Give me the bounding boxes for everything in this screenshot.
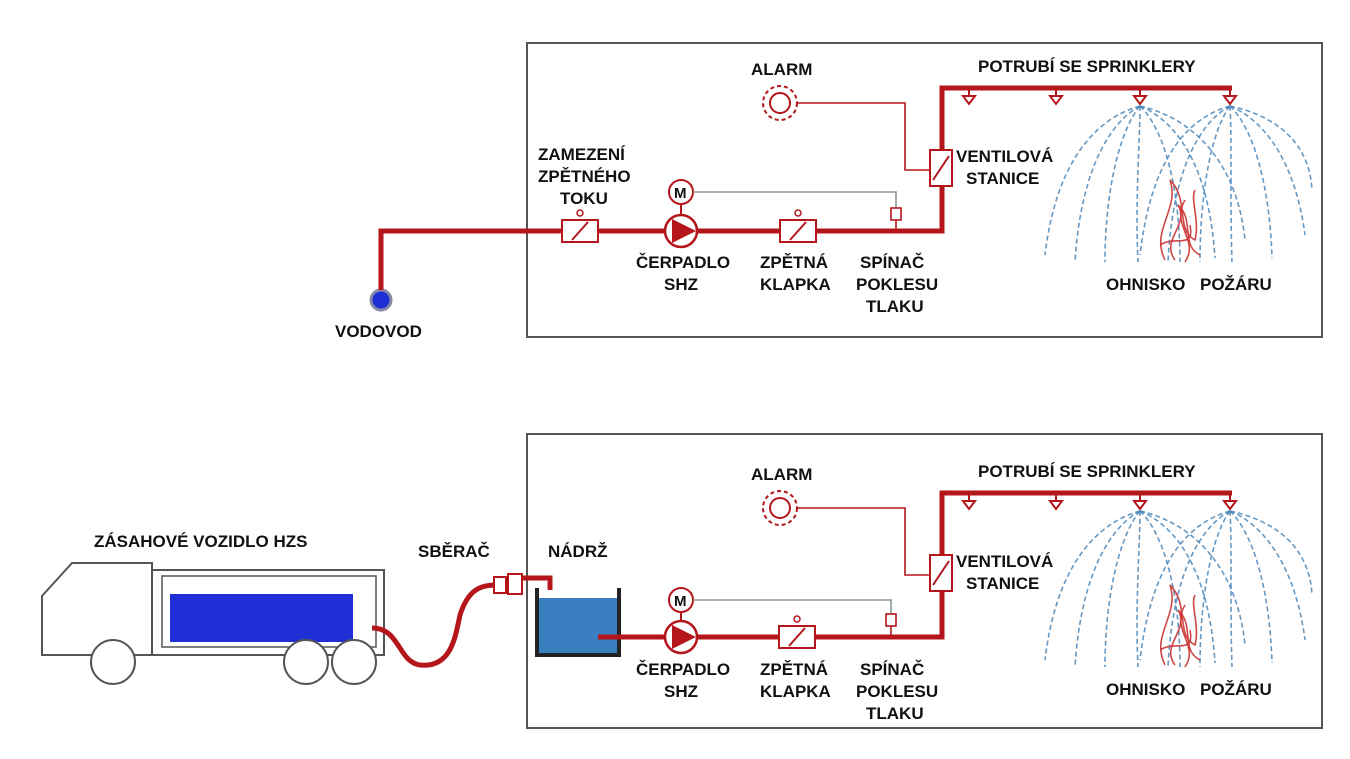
sprinkler-head-icon <box>961 90 977 106</box>
top-control-wire <box>693 191 897 208</box>
alarm-icon <box>762 85 798 121</box>
fire-label-part2: POŽÁRU <box>1200 275 1272 294</box>
pressure-switch-label-line3: TLAKU <box>866 704 924 723</box>
pressure-switch-label-line2: POKLESU <box>856 275 938 294</box>
sprinkler-head-icon <box>1048 495 1064 511</box>
hose <box>371 582 497 668</box>
truck-water-tank <box>170 594 353 642</box>
check-valve-label-line2: KLAPKA <box>760 275 831 294</box>
fire-label-part1: OHNISKO <box>1106 680 1185 699</box>
backflow-preventer-icon <box>561 209 599 243</box>
valve-station-label-line1: VENTILOVÁ <box>956 147 1053 166</box>
top-main-pipe <box>378 85 1232 290</box>
pump-label-line2: SHZ <box>664 275 698 294</box>
pressure-switch-label-line1: SPÍNAČ <box>860 253 924 272</box>
fire-icon <box>1159 584 1201 668</box>
pump-arrow <box>672 219 696 243</box>
tank-inlet-pipe <box>522 575 553 590</box>
pressure-switch-icon <box>890 207 902 221</box>
pump-label-line1: ČERPADLO <box>636 253 730 272</box>
backflow-label-line3: TOKU <box>560 189 608 208</box>
sprinkler-heads <box>961 90 1238 106</box>
fire-label-part1: OHNISKO <box>1106 275 1185 294</box>
motor-label: M <box>674 185 687 202</box>
collector-label: SBĚRAČ <box>418 542 490 561</box>
motor-label: M <box>674 593 687 610</box>
check-valve-icon <box>778 615 816 649</box>
pump-label-line1: ČERPADLO <box>636 660 730 679</box>
valve-station-icon <box>929 149 953 187</box>
water-supply-label: VODOVOD <box>335 322 422 341</box>
check-valve-icon <box>779 209 817 243</box>
water-supply-icon <box>369 288 393 312</box>
sprinkler-head-icon <box>1222 90 1238 106</box>
collector-icon <box>493 573 523 595</box>
alarm-label: ALARM <box>751 60 812 79</box>
sprinkler-heads <box>961 495 1238 511</box>
top-system: VODOVOD ZAMEZENÍ ZPĚTNÉHO TOKU M ČERPADL… <box>335 42 1323 341</box>
water-spray <box>1044 510 1313 668</box>
check-valve-label-line1: ZPĚTNÁ <box>760 253 828 272</box>
pump-arrow <box>672 625 696 649</box>
alarm-line <box>797 507 930 576</box>
tank-label: NÁDRŽ <box>548 542 608 561</box>
pressure-switch-icon <box>885 613 897 627</box>
sprinkler-head-icon <box>961 495 977 511</box>
alarm-line <box>797 102 930 171</box>
sprinkler-head-icon <box>1048 90 1064 106</box>
backflow-label-line2: ZPĚTNÉHO <box>538 167 631 186</box>
sprinkler-head-icon <box>1132 90 1148 106</box>
alarm-icon <box>762 490 798 526</box>
check-valve-label-line1: ZPĚTNÁ <box>760 660 828 679</box>
fire-label-part2: POŽÁRU <box>1200 680 1272 699</box>
sprinkler-head-icon <box>1132 495 1148 511</box>
bottom-system: ZÁSAHOVÉ VOZIDLO HZS SBĚRAČ NÁDRŽ M ČERP… <box>41 433 1323 729</box>
bottom-building-frame <box>526 433 1323 729</box>
water-spray <box>1044 105 1313 263</box>
pressure-switch-label-line3: TLAKU <box>866 297 924 316</box>
top-building-frame <box>526 42 1323 338</box>
vehicle-label: ZÁSAHOVÉ VOZIDLO HZS <box>94 532 307 551</box>
sprinkler-head-icon <box>1222 495 1238 511</box>
valve-station-label-line1: VENTILOVÁ <box>956 552 1053 571</box>
sprinkler-pipe-label: POTRUBÍ SE SPRINKLERY <box>978 57 1196 76</box>
alarm-label: ALARM <box>751 465 812 484</box>
bottom-control-wire <box>693 599 892 614</box>
water-tank-icon <box>535 588 621 657</box>
valve-station-label-line2: STANICE <box>966 169 1039 188</box>
fire-truck-icon <box>41 562 385 685</box>
pressure-switch-label-line1: SPÍNAČ <box>860 660 924 679</box>
pressure-switch-label-line2: POKLESU <box>856 682 938 701</box>
valve-station-label-line2: STANICE <box>966 574 1039 593</box>
check-valve-label-line2: KLAPKA <box>760 682 831 701</box>
valve-station-icon <box>929 554 953 592</box>
backflow-label-line1: ZAMEZENÍ <box>538 145 626 164</box>
sprinkler-pipe-label: POTRUBÍ SE SPRINKLERY <box>978 462 1196 481</box>
fire-icon <box>1159 179 1201 263</box>
pump-label-line2: SHZ <box>664 682 698 701</box>
